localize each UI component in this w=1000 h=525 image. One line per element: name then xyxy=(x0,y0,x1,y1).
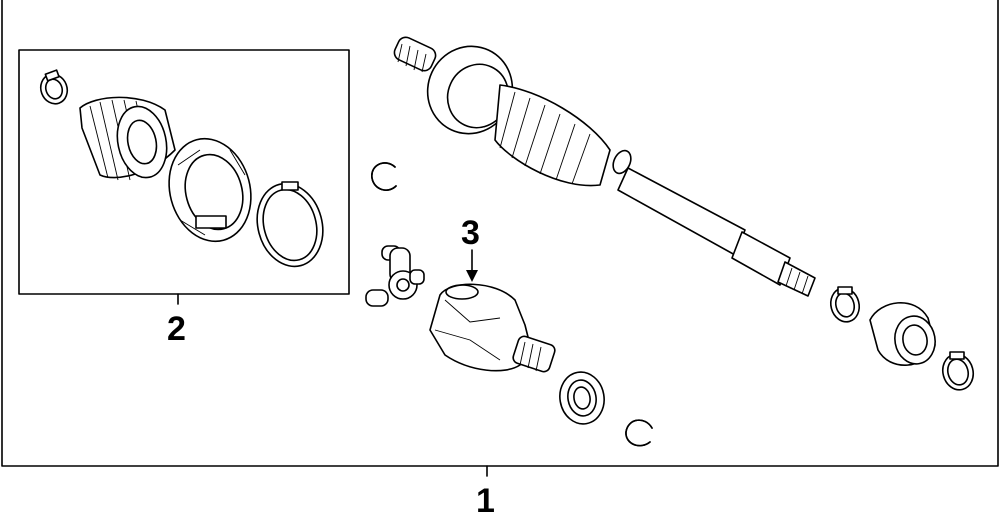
band-clamp-icon xyxy=(39,69,69,105)
callout-3: 3 xyxy=(461,214,480,252)
inner-joint-leader xyxy=(466,249,478,282)
boot-kit-parts xyxy=(39,69,324,268)
snap-ring-icon xyxy=(625,419,653,447)
cv-boot-icon xyxy=(168,137,252,243)
dynamic-damper-icon xyxy=(869,302,936,366)
band-clamp-icon xyxy=(941,351,975,391)
callout-2: 2 xyxy=(167,310,186,348)
tripod-joint-icon xyxy=(365,245,425,307)
band-clamp-icon xyxy=(256,181,324,268)
assembly-bracket-outline xyxy=(1,0,999,477)
band-clamp-icon xyxy=(829,286,861,323)
snap-ring-icon xyxy=(371,162,397,191)
axle-shaft-icon xyxy=(393,36,816,297)
inner-joint-housing-icon xyxy=(429,283,556,373)
boot-kit-outline-box xyxy=(18,49,350,305)
cv-boot-icon xyxy=(79,96,176,181)
callout-1: 1 xyxy=(476,482,495,520)
oil-seal-icon xyxy=(559,371,605,425)
